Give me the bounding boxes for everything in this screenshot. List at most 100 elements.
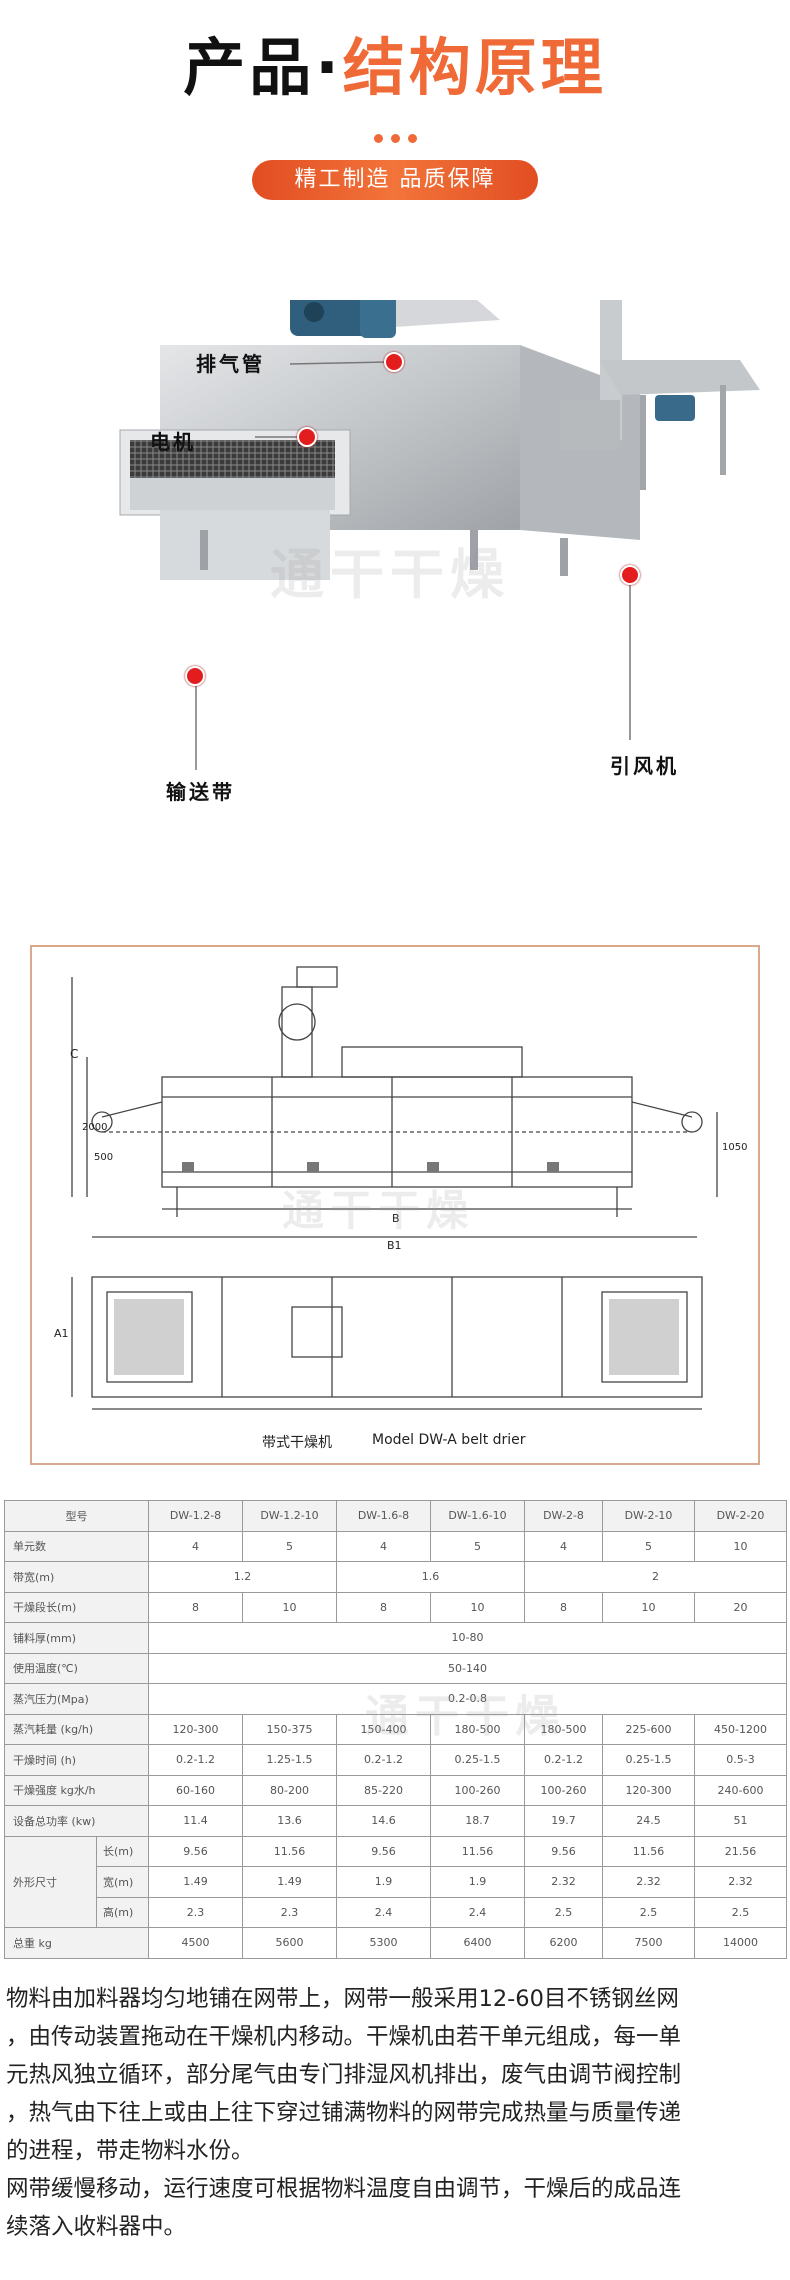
row-label: 蒸汽耗量 (kg/h) bbox=[4, 1713, 149, 1745]
table-cell: 150-375 bbox=[242, 1713, 337, 1745]
dim-label-1050: 1050 bbox=[722, 1142, 748, 1153]
callout-induced-fan-label: 引风机 bbox=[610, 754, 679, 778]
table-cell: 24.5 bbox=[602, 1805, 695, 1837]
callout-motor-label: 电机 bbox=[150, 430, 196, 454]
header-cell: DW-1.6-8 bbox=[336, 1500, 431, 1532]
table-cell: 5300 bbox=[336, 1927, 431, 1959]
header-cell: 型号 bbox=[4, 1500, 149, 1532]
table-cell: 20 bbox=[694, 1591, 787, 1623]
table-cell: 9.56 bbox=[524, 1835, 603, 1867]
table-cell: 11.56 bbox=[242, 1835, 337, 1867]
table-cell: 51 bbox=[694, 1805, 787, 1837]
header-cell: DW-2-10 bbox=[602, 1500, 695, 1532]
table-cell: 0.25-1.5 bbox=[430, 1744, 525, 1776]
table-row: 带宽(m) 1.2 1.6 2 bbox=[4, 1561, 787, 1593]
table-cell: 18.7 bbox=[430, 1805, 525, 1837]
table-cell: 1.2 bbox=[148, 1561, 337, 1593]
table-cell: 1.9 bbox=[336, 1866, 431, 1898]
table-cell: 10 bbox=[430, 1591, 525, 1623]
table-cell: 5600 bbox=[242, 1927, 337, 1959]
table-row: 单元数 4 5 4 5 4 5 10 bbox=[4, 1530, 787, 1562]
table-cell: 8 bbox=[524, 1591, 603, 1623]
table-cell: 2.3 bbox=[242, 1896, 337, 1928]
table-cell: 1.49 bbox=[242, 1866, 337, 1898]
table-cell: 4 bbox=[336, 1530, 431, 1562]
table-cell: 4500 bbox=[148, 1927, 243, 1959]
table-cell: 2.5 bbox=[524, 1896, 603, 1928]
table-cell: 11.56 bbox=[430, 1835, 525, 1867]
dim-label-500: 500 bbox=[94, 1152, 114, 1163]
table-cell: 10 bbox=[602, 1591, 695, 1623]
table-cell: 1.6 bbox=[336, 1561, 525, 1593]
dim-label-c: C bbox=[70, 1047, 79, 1061]
header-cell: DW-2-20 bbox=[694, 1500, 787, 1532]
table-cell: 10 bbox=[242, 1591, 337, 1623]
table-cell: 1.9 bbox=[430, 1866, 525, 1898]
dim-label-b: B bbox=[392, 1212, 400, 1225]
description-line: ，由传动装置拖动在干燥机内移动。干燥机由若干单元组成，每一单 bbox=[6, 2024, 682, 2050]
row-label: 干燥时间 (h) bbox=[4, 1744, 149, 1776]
table-cell: 9.56 bbox=[336, 1835, 431, 1867]
table-cell: 2 bbox=[524, 1561, 787, 1593]
table-cell: 10-80 bbox=[148, 1622, 787, 1654]
table-row: 外形尺寸 长(m) 9.56 11.56 9.56 11.56 9.56 11.… bbox=[4, 1835, 787, 1928]
row-label: 总重 kg bbox=[4, 1927, 149, 1959]
table-row: 宽(m) 1.49 1.49 1.9 1.9 2.32 2.32 2.32 bbox=[5, 1866, 787, 1898]
decorative-dots bbox=[0, 128, 790, 147]
table-row: 干燥时间 (h) 0.2-1.2 1.25-1.5 0.2-1.2 0.25-1… bbox=[4, 1744, 787, 1776]
row-label: 设备总功率 (kw) bbox=[4, 1805, 149, 1837]
callout-motor-dot bbox=[297, 427, 317, 447]
slogan-pill: 精工制造 品质保障 bbox=[252, 160, 538, 200]
dim-label-a1: A1 bbox=[54, 1327, 69, 1340]
table-cell: 11.4 bbox=[148, 1805, 243, 1837]
table-cell: 6200 bbox=[524, 1927, 603, 1959]
belt-dryer-illustration bbox=[119, 239, 760, 770]
table-row: 蒸汽耗量 (kg/h) 120-300 150-375 150-400 180-… bbox=[4, 1713, 787, 1745]
row-label: 带宽(m) bbox=[4, 1561, 149, 1593]
table-cell: 0.25-1.5 bbox=[602, 1744, 695, 1776]
title-part2: 结构原理 bbox=[342, 31, 607, 104]
table-cell: 120-300 bbox=[602, 1774, 695, 1806]
description-line: ，热气由下往上或由上往下穿过铺满物料的网带完成热量与质量传递 bbox=[6, 2100, 682, 2126]
table-cell: 4 bbox=[148, 1530, 243, 1562]
table-cell: 0.2-1.2 bbox=[524, 1744, 603, 1776]
table-cell: 2.32 bbox=[694, 1866, 787, 1898]
table-cell: 11.56 bbox=[602, 1835, 695, 1867]
table-cell: 180-500 bbox=[430, 1713, 525, 1745]
table-cell: 2.5 bbox=[602, 1896, 695, 1928]
description: 物料由加料器均匀地铺在网带上，网带一般采用12-60目不锈钢丝网 ，由传动装置拖… bbox=[6, 1980, 786, 2246]
table-cell: 85-220 bbox=[336, 1774, 431, 1806]
row-label: 长(m) bbox=[96, 1835, 149, 1867]
table-row: 设备总功率 (kw) 11.4 13.6 14.6 18.7 19.7 24.5… bbox=[4, 1805, 787, 1837]
table-row: 总重 kg 4500 5600 5300 6400 6200 7500 1400… bbox=[4, 1927, 787, 1959]
table-cell: 7500 bbox=[602, 1927, 695, 1959]
table-cell: 13.6 bbox=[242, 1805, 337, 1837]
table-cell: 80-200 bbox=[242, 1774, 337, 1806]
table-cell: 1.49 bbox=[148, 1866, 243, 1898]
header-cell: DW-1.2-8 bbox=[148, 1500, 243, 1532]
table-cell: 19.7 bbox=[524, 1805, 603, 1837]
callout-conveyor-belt-label: 输送带 bbox=[166, 780, 235, 804]
table-cell: 0.2-1.2 bbox=[336, 1744, 431, 1776]
page-title: 产品·结构原理 bbox=[0, 28, 790, 108]
table-row: 干燥强度 kg水/h 60-160 80-200 85-220 100-260 … bbox=[4, 1774, 787, 1806]
table-cell: 8 bbox=[148, 1591, 243, 1623]
table-cell: 2.5 bbox=[694, 1896, 787, 1928]
title-dot: · bbox=[315, 31, 343, 104]
spec-table: 型号 DW-1.2-8 DW-1.2-10 DW-1.6-8 DW-1.6-10… bbox=[4, 1500, 787, 1959]
table-row: 使用温度(℃) 50-140 bbox=[4, 1652, 787, 1684]
table-cell: 2.32 bbox=[602, 1866, 695, 1898]
table-row: 高(m) 2.3 2.3 2.4 2.4 2.5 2.5 2.5 bbox=[5, 1896, 787, 1928]
table-cell: 240-600 bbox=[694, 1774, 787, 1806]
dim-label-b1: B1 bbox=[387, 1239, 402, 1252]
machine-photo: 通干干燥 排气管 电机 输送带 引风机 bbox=[0, 239, 790, 820]
table-cell: 180-500 bbox=[524, 1713, 603, 1745]
table-cell: 100-260 bbox=[524, 1774, 603, 1806]
drawing-svg bbox=[71, 966, 718, 1410]
table-cell: 450-1200 bbox=[694, 1713, 787, 1745]
table-cell: 150-400 bbox=[336, 1713, 431, 1745]
table-cell: 100-260 bbox=[430, 1774, 525, 1806]
table-row: 干燥段长(m) 8 10 8 10 8 10 20 bbox=[4, 1591, 787, 1623]
table-cell: 14.6 bbox=[336, 1805, 431, 1837]
table-cell: 21.56 bbox=[694, 1835, 787, 1867]
